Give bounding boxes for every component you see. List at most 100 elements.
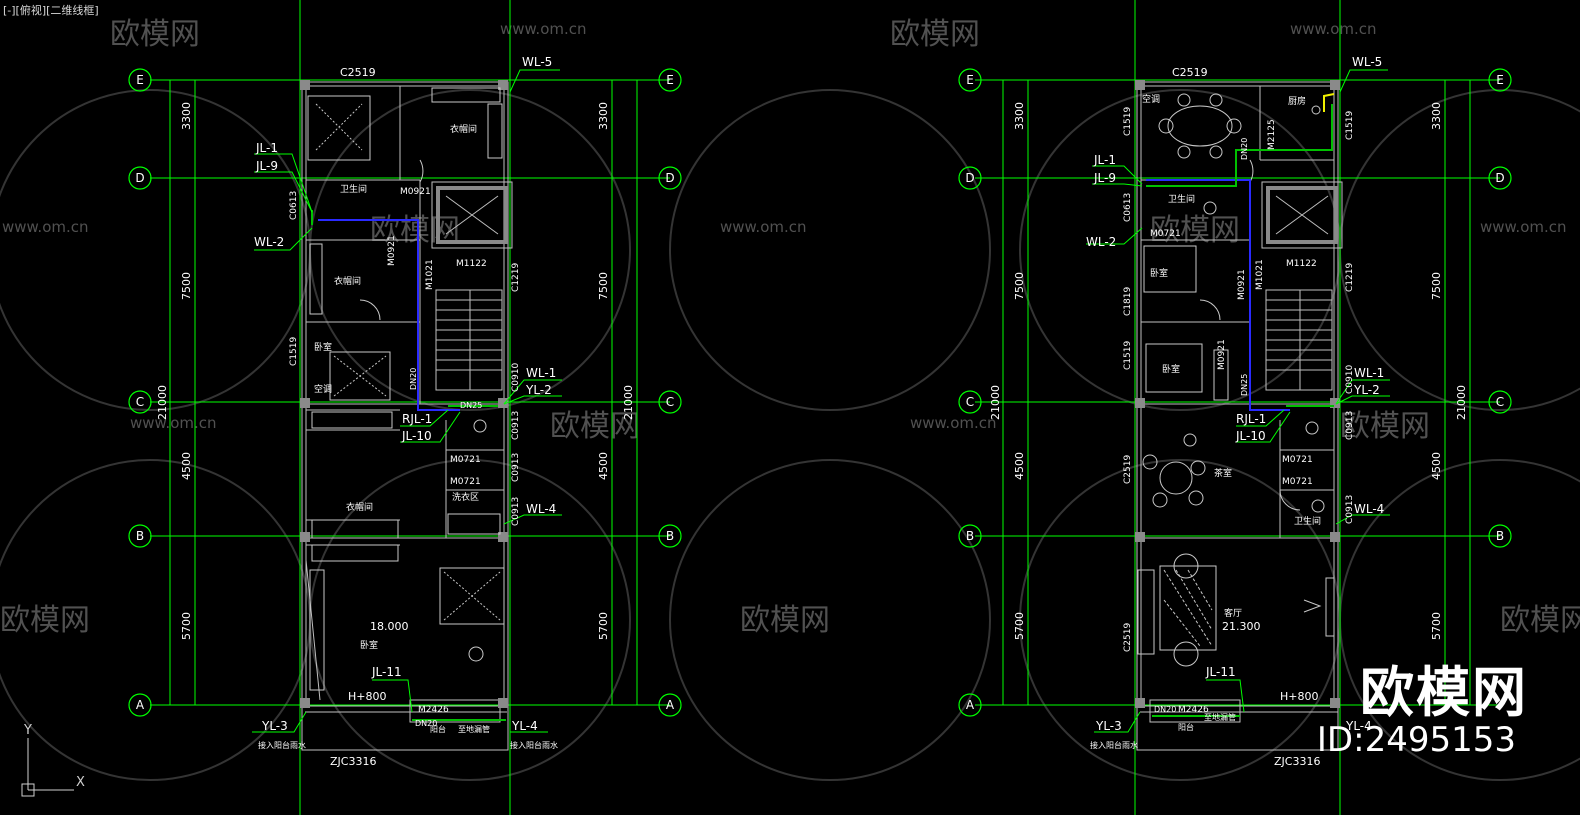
left-tag-yl2[interactable]: YL-2 [525,383,552,397]
left-tag-jl10[interactable]: JL-10 [401,429,432,443]
left-dim-ba: 5700 [180,612,193,640]
right-code-m0721-c: M0721 [1282,477,1313,487]
watermark-brand-9: 欧模网 [1500,603,1580,638]
watermark-site-2: www.om.cn [1290,20,1377,38]
left-floor-plan[interactable]: 3300 7500 4500 5700 21000 3300 7500 4500… [128,0,682,815]
right-tag-jl11[interactable]: JL-11 [1205,665,1236,679]
axis-bubble-c: C [136,395,144,409]
axis-bubble-a: A [966,698,975,712]
right-code-c0613: C0613 [1123,193,1133,222]
axis-bubble-c: C [1496,395,1504,409]
right-height-note: H+800 [1280,690,1318,703]
left-tag-jl1[interactable]: JL-1 [255,141,278,155]
right-dim-ea: 3300 [1013,102,1026,130]
left-note-yl4: 接入阳台雨水 [510,740,558,750]
left-note-yl3: 接入阳台雨水 [258,740,306,750]
left-pipe-dn20-bottom: DN20 [415,719,437,728]
axis-bubble-b: B [966,529,974,543]
right-tag-wl1[interactable]: WL-1 [1354,366,1384,380]
axis-bubble-d: D [1495,171,1504,185]
left-tag-jl9[interactable]: JL-9 [255,159,278,173]
left-code-c0913: C0913 [511,411,521,440]
left-code-m1021: M1021 [425,259,435,290]
left-code-m0921: M0921 [400,187,431,197]
axis-bubble-a: A [666,698,675,712]
right-elevation: 21.300 [1222,620,1261,633]
right-gas-pipe [1323,93,1335,112]
right-code-c1519-b: C1519 [1345,111,1355,140]
left-code-m0721: M0721 [450,455,481,465]
right-code-c1219: C1219 [1345,263,1355,292]
right-tag-jl1[interactable]: JL-1 [1093,153,1116,167]
right-window-bottom: ZJC3316 [1274,755,1320,768]
axis-bubble-c: C [966,395,974,409]
left-code-c0910: C0910 [511,363,521,392]
watermark-site-7: www.om.cn [910,414,997,432]
axis-bubble-b: B [136,529,144,543]
left-tag-rjl1[interactable]: RJL-1 [402,412,432,426]
right-code-c1519-c: C1519 [1123,341,1133,370]
left-dim-dc: 7500 [180,272,193,300]
axis-bubble-e: E [136,73,144,87]
watermark-site-5: www.om.cn [1480,218,1567,236]
left-room-bath-1: 卫生间 [340,183,367,195]
left-room-closet-3: 衣帽间 [346,501,373,513]
right-dim-dc: 7500 [1013,272,1026,300]
right-dim-ba: 5700 [1013,612,1026,640]
right-tag-rjl1[interactable]: RJL-1 [1236,412,1266,426]
right-window-top: C2519 [1172,66,1208,79]
left-code-c0613: C0613 [289,191,299,220]
ucs-icon [21,738,74,797]
watermark-brand-6: 欧模网 [1340,409,1430,444]
left-tag-wl2[interactable]: WL-2 [254,235,284,249]
right-floor-plan[interactable]: 3300 7500 4500 5700 21000 3300 7500 4500… [958,0,1512,815]
viewport-controls-label[interactable]: [-][俯视][二维线框] [3,4,99,17]
left-code-c1219: C1219 [511,263,521,292]
right-stair [1265,289,1333,391]
left-room-laundry: 洗衣区 [452,491,479,503]
right-note-yl3: 接入阳台雨水 [1090,740,1138,750]
watermark-brand-4: 欧模网 [1150,213,1240,248]
right-code-m1021: M1021 [1255,259,1265,290]
right-tag-wl5[interactable]: WL-5 [1352,55,1382,69]
left-tag-wl1[interactable]: WL-1 [526,366,556,380]
watermark-brand-2: 欧模网 [890,17,980,52]
watermark-brand-1: 欧模网 [110,17,200,52]
right-tag-wl2[interactable]: WL-2 [1086,235,1116,249]
right-code-m0921-b: M0921 [1217,339,1227,370]
left-tag-wl5[interactable]: WL-5 [522,55,552,69]
right-code-m2125: M2125 [1267,119,1277,150]
axis-bubble-e: E [666,73,674,87]
right-dim-ba-r: 5700 [1430,612,1443,640]
watermark-id: ID:2495153 [1316,720,1516,760]
watermark-site-1: www.om.cn [500,20,587,38]
left-tag-yl3[interactable]: YL-3 [261,719,288,733]
left-room-closet-1: 衣帽间 [450,123,477,135]
right-tag-yl3[interactable]: YL-3 [1095,719,1122,733]
right-room-bedroom-2: 卧室 [1162,363,1180,375]
watermark-brand-5: 欧模网 [550,409,640,444]
right-dim-dc-r: 7500 [1430,272,1443,300]
left-elevation: 18.000 [370,620,409,633]
left-dim-total: 21000 [156,385,169,420]
left-tag-yl4[interactable]: YL-4 [511,719,538,733]
left-tag-wl4[interactable]: WL-4 [526,502,556,516]
axis-bubble-d: D [665,171,674,185]
watermark-site-3: www.om.cn [2,218,89,236]
axis-bubble-e: E [1496,73,1504,87]
left-height-note: H+800 [348,690,386,703]
right-code-c0913-b: C0913 [1345,495,1355,524]
left-dim-cb: 4500 [180,452,193,480]
right-room-balcony: 阳台 [1178,722,1194,732]
axis-bubble-c: C [666,395,674,409]
right-tag-wl4[interactable]: WL-4 [1354,502,1384,516]
left-tag-jl11[interactable]: JL-11 [371,665,402,679]
right-tag-yl2[interactable]: YL-2 [1353,383,1380,397]
left-stair [435,289,503,391]
right-tag-yl4[interactable]: YL-4 [1345,719,1372,733]
right-tag-jl10[interactable]: JL-10 [1235,429,1266,443]
right-pipe-dn20-bottom: DN20 [1154,705,1176,714]
right-tag-jl9[interactable]: JL-9 [1093,171,1116,185]
